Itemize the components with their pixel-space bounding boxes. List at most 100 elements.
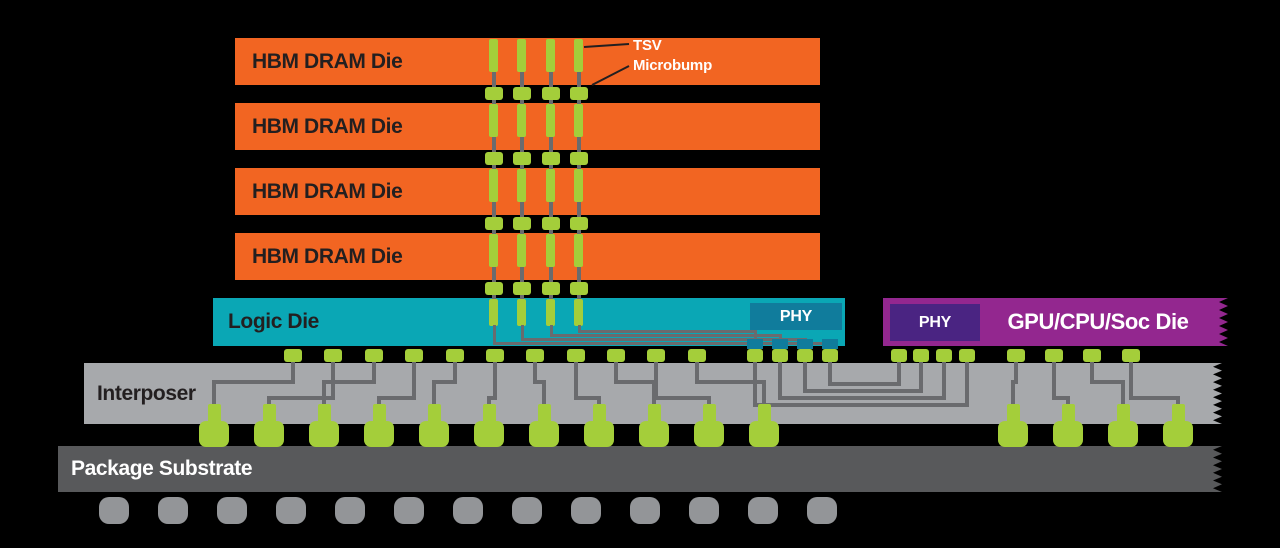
interposer-trace	[1121, 380, 1125, 406]
microbump	[513, 152, 531, 165]
tsv	[546, 104, 555, 137]
top-microbump	[567, 349, 585, 362]
tsv	[517, 39, 526, 72]
logic-trace	[550, 334, 782, 337]
interposer-trace	[453, 362, 457, 384]
c4-bump	[254, 421, 284, 447]
microbump	[485, 152, 503, 165]
interposer-trace	[377, 396, 381, 406]
logic-trace	[550, 325, 553, 337]
c4-bump	[1163, 421, 1193, 447]
interposer-trace	[291, 362, 295, 384]
top-microbump	[797, 349, 813, 362]
c4-bump	[749, 421, 779, 447]
phy-via	[772, 339, 788, 349]
tsv	[574, 104, 583, 137]
interposer-trace	[1176, 396, 1180, 406]
microbump	[513, 217, 531, 230]
hbm-die-label: HBM DRAM Die	[252, 49, 403, 73]
microbump	[542, 217, 560, 230]
interposer-via	[483, 404, 496, 426]
interposer-trace	[267, 396, 271, 406]
tsv	[574, 39, 583, 72]
top-microbump	[772, 349, 788, 362]
tsv	[574, 234, 583, 267]
hairpin-trace	[803, 362, 807, 393]
gpu-phy: PHY	[890, 304, 980, 341]
interposer-trace	[322, 380, 326, 406]
interposer-trace	[372, 362, 376, 384]
hbm-dram-die-2: HBM DRAM Die	[235, 103, 820, 150]
tsv	[489, 299, 498, 326]
logic-trace	[521, 338, 807, 341]
c4-bump	[1053, 421, 1083, 447]
hbm-die-label: HBM DRAM Die	[252, 179, 403, 203]
interposer-trace	[654, 362, 658, 400]
interposer-via	[648, 404, 661, 426]
c4-bump	[309, 421, 339, 447]
tsv	[517, 169, 526, 202]
top-microbump	[1083, 349, 1101, 362]
tsv	[546, 39, 555, 72]
solder-ball	[748, 497, 778, 524]
interposer-via	[1062, 404, 1075, 426]
hairpin-trace	[919, 362, 923, 393]
logic-die-label: Logic Die	[228, 310, 319, 333]
interposer-trace	[432, 380, 457, 384]
tsv	[546, 169, 555, 202]
interposer-trace	[487, 396, 497, 400]
interposer-trace	[1066, 396, 1070, 406]
microbump	[485, 282, 503, 295]
c4-bump	[584, 421, 614, 447]
solder-ball	[217, 497, 247, 524]
logic-trace	[493, 342, 832, 345]
solder-ball	[571, 497, 601, 524]
interposer-trace	[574, 396, 601, 400]
c4-bump	[199, 421, 229, 447]
interposer-trace	[533, 362, 537, 384]
top-microbump	[959, 349, 975, 362]
interposer-trace	[1090, 380, 1125, 384]
microbump	[513, 87, 531, 100]
tsv	[517, 104, 526, 137]
interposer-trace	[1011, 380, 1015, 406]
interposer-trace	[695, 362, 699, 384]
top-microbump	[1045, 349, 1063, 362]
hbm-die-label: HBM DRAM Die	[252, 114, 403, 138]
interposer-trace	[267, 396, 335, 400]
hairpin-trace	[753, 362, 757, 407]
microbump	[570, 282, 588, 295]
interposer-label: Interposer	[97, 381, 196, 405]
logic-trace	[493, 325, 496, 345]
logic-trace	[779, 334, 782, 341]
tsv	[546, 234, 555, 267]
solder-ball	[335, 497, 365, 524]
interposer-trace	[322, 380, 376, 384]
top-microbump	[936, 349, 952, 362]
top-microbump	[365, 349, 383, 362]
interposer-via	[428, 404, 441, 426]
top-microbump	[526, 349, 544, 362]
hbm-dram-die-4: HBM DRAM Die	[235, 233, 820, 280]
interposer-trace	[1090, 362, 1094, 384]
microbump	[485, 87, 503, 100]
tsv	[489, 169, 498, 202]
hairpin-trace	[753, 403, 969, 407]
hairpin-trace	[778, 362, 782, 400]
interposer-via	[1172, 404, 1185, 426]
hbm-dram-die-3: HBM DRAM Die	[235, 168, 820, 215]
c4-bump	[694, 421, 724, 447]
solder-ball	[394, 497, 424, 524]
hairpin-trace	[828, 362, 832, 386]
interposer-trace	[762, 380, 766, 406]
microbump	[485, 217, 503, 230]
hbm-die-label: HBM DRAM Die	[252, 244, 403, 268]
c4-bump	[419, 421, 449, 447]
interposer-trace	[493, 362, 497, 400]
microbump	[542, 282, 560, 295]
interposer-trace	[377, 396, 416, 400]
interposer-trace	[542, 380, 546, 406]
interposer-trace	[412, 362, 416, 400]
logic-trace	[754, 330, 757, 341]
